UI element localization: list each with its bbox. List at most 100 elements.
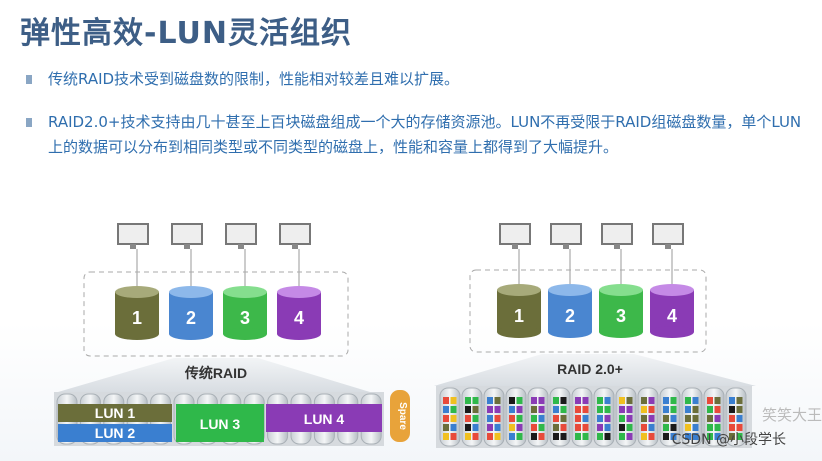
volume-4-label: 4 (294, 308, 304, 328)
data-chunk (575, 424, 581, 431)
data-chunk (487, 406, 493, 413)
data-chunk (487, 397, 493, 404)
data-chunk (736, 415, 743, 422)
data-chunk (465, 415, 471, 422)
data-chunk (538, 415, 545, 422)
lun-4-bar (266, 404, 382, 432)
volume-pool-border (469, 269, 707, 353)
data-chunk (604, 415, 611, 422)
data-chunk (553, 397, 559, 404)
traditional-raid-label: 传统RAID (184, 365, 247, 381)
data-chunk (707, 397, 713, 404)
monitor-icon (117, 223, 149, 249)
data-chunk (575, 415, 581, 422)
monitor-icon (171, 223, 203, 249)
spare-label: Spare (397, 402, 408, 430)
data-chunk (516, 415, 523, 422)
volume-3-cylinder: 3 (599, 284, 643, 338)
data-chunk (604, 406, 611, 413)
data-chunk (641, 415, 647, 422)
data-chunk (472, 415, 479, 422)
data-chunk (516, 397, 523, 404)
data-chunk (707, 406, 713, 413)
faded-watermark: 笑笑大王 (761, 406, 822, 424)
data-chunk (560, 397, 567, 404)
data-chunk (670, 424, 677, 431)
data-chunk (560, 406, 567, 413)
data-chunk (619, 424, 625, 431)
volume-4-cylinder: 4 (277, 286, 321, 340)
volume-2-cylinder: 2 (169, 286, 213, 340)
data-chunk (450, 406, 457, 413)
data-chunk (531, 406, 537, 413)
data-chunk (648, 424, 655, 431)
data-chunk (538, 406, 545, 413)
data-chunk (509, 406, 515, 413)
data-chunk (560, 424, 567, 431)
data-chunk (692, 406, 699, 413)
volume-pool-border (83, 271, 349, 357)
data-chunk (531, 433, 537, 440)
data-chunk (670, 406, 677, 413)
data-chunk (714, 406, 721, 413)
data-chunk (729, 397, 735, 404)
data-chunk (560, 415, 567, 422)
data-chunk (685, 406, 691, 413)
data-chunk (494, 433, 501, 440)
monitor-icon (550, 223, 582, 249)
data-chunk (443, 406, 449, 413)
data-chunk (531, 424, 537, 431)
monitor-icon (601, 223, 633, 249)
data-chunk (465, 433, 471, 440)
data-chunk (575, 433, 581, 440)
slide-title: 弹性高效-LUN灵活组织 (20, 16, 352, 51)
data-chunk (450, 433, 457, 440)
data-chunk (553, 415, 559, 422)
bullet-text: RAID2.0+技术支持由几十甚至上百块磁盘组成一个大的存储资源池。LUN不再受… (48, 113, 802, 156)
lun-2-bar (58, 424, 172, 442)
data-chunk (663, 397, 669, 404)
data-chunk (736, 397, 743, 404)
data-chunk (597, 433, 603, 440)
volume-3-label: 3 (240, 308, 250, 328)
csdn-watermark: CSDN @小段学长 (671, 432, 786, 448)
data-chunk (707, 415, 713, 422)
data-chunk (443, 424, 449, 431)
data-chunk (692, 415, 699, 422)
data-chunk (465, 424, 471, 431)
lun-1-bar (58, 404, 172, 422)
data-chunk (538, 424, 545, 431)
data-chunk (472, 397, 479, 404)
data-chunk (685, 433, 691, 440)
data-chunk (641, 424, 647, 431)
data-chunk (604, 397, 611, 404)
data-chunk (509, 433, 515, 440)
data-chunk (648, 397, 655, 404)
bullet-1: 传统RAID技术受到磁盘数的限制，性能相对较差且难以扩展。 (26, 67, 786, 92)
data-chunk (560, 433, 567, 440)
data-chunk (714, 397, 721, 404)
data-chunk (692, 397, 699, 404)
volume-2-label: 2 (186, 308, 196, 328)
monitor-icon (225, 223, 257, 249)
data-chunk (450, 397, 457, 404)
data-chunk (714, 433, 721, 440)
data-chunk (443, 397, 449, 404)
data-chunk (494, 415, 501, 422)
data-chunk (465, 397, 471, 404)
data-chunk (648, 433, 655, 440)
data-chunk (516, 433, 523, 440)
data-chunk (509, 415, 515, 422)
data-chunk (531, 397, 537, 404)
data-chunk (509, 397, 515, 404)
lun-3-label: LUN 3 (200, 416, 241, 432)
data-chunk (692, 424, 699, 431)
bullet-2: RAID2.0+技术支持由几十甚至上百块磁盘组成一个大的存储资源池。LUN不再受… (26, 110, 816, 160)
monitor-icon (652, 223, 684, 249)
data-chunk (663, 415, 669, 422)
volume-4-label: 4 (667, 306, 677, 326)
data-chunk (450, 424, 457, 431)
left-volumes: 1 2 3 4 (115, 286, 321, 340)
data-chunk (472, 406, 479, 413)
data-chunk (670, 397, 677, 404)
